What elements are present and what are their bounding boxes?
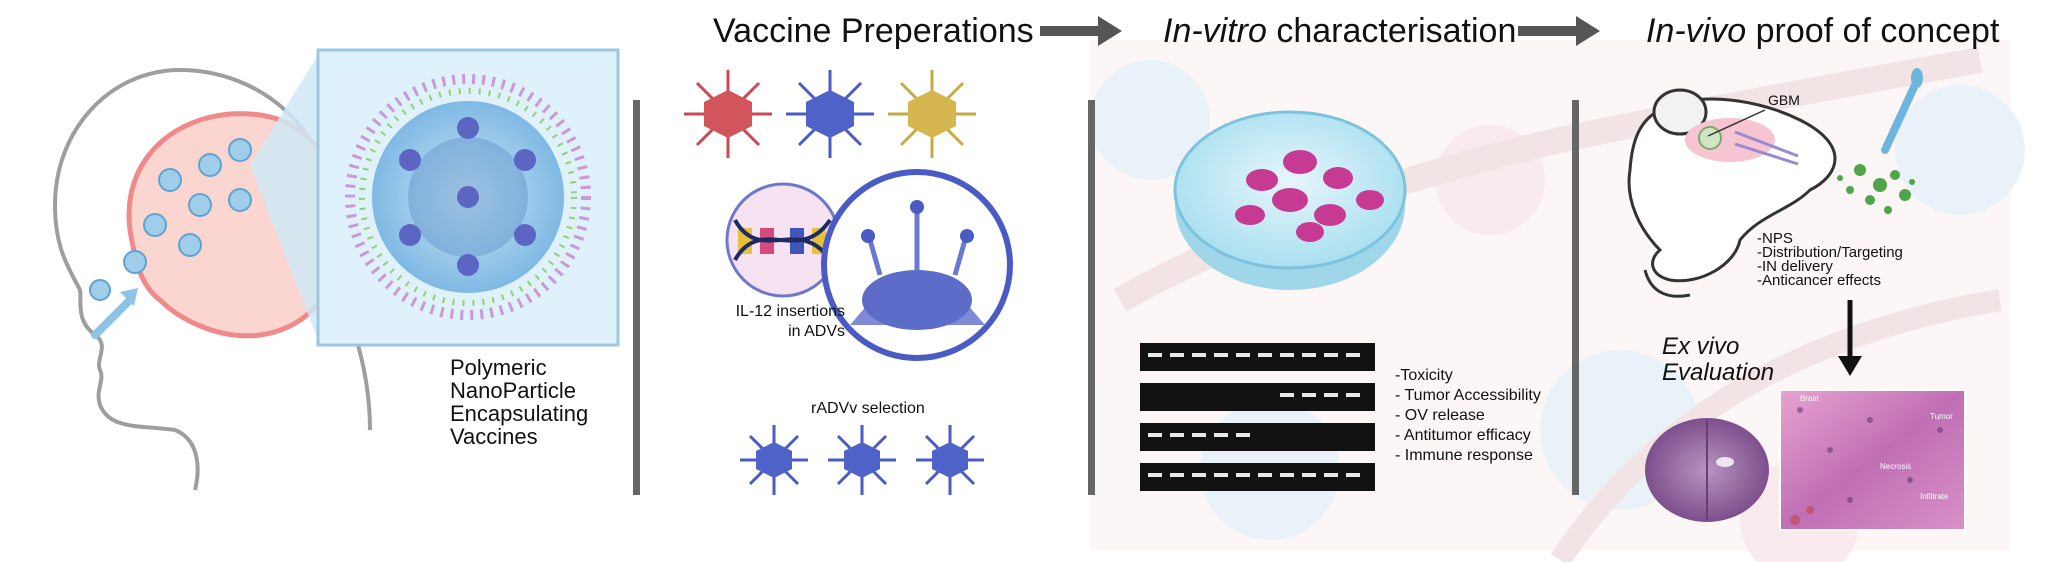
- virus-gold-icon: [888, 70, 976, 158]
- aim-item: -Distribution/Targeting: [1757, 244, 1903, 261]
- rADVv-selection-label: rADVv selection: [811, 400, 925, 417]
- gel-images: [1140, 343, 1375, 491]
- panel4-title: In-vivo proof of concept: [1646, 12, 1999, 51]
- mouse-illustration: [1627, 88, 1837, 298]
- assay-item: - Tumor Accessibility: [1395, 387, 1541, 404]
- ex-vivo-line2: Evaluation: [1662, 359, 1775, 386]
- virus-red-icon: [684, 70, 772, 158]
- aim-item: -NPS: [1757, 230, 1793, 247]
- caption-line: Encapsulating: [450, 401, 589, 426]
- divider-3: [1572, 100, 1579, 495]
- gbm-pointer: [1707, 109, 1766, 137]
- histology-label-tumor: Tumor: [1930, 412, 1953, 421]
- nanoparticle-icon: [345, 74, 591, 320]
- panel2-title: Vaccine Preperations: [713, 12, 1034, 50]
- panel3-title-italic: In-vitro: [1163, 12, 1267, 50]
- histology-label-infiltrate: Infiltrate: [1920, 492, 1949, 501]
- panel4-title-italic: In-vivo: [1646, 12, 1747, 50]
- assay-item: - Antitumor efficacy: [1395, 427, 1531, 444]
- dna-icon: [725, 182, 841, 298]
- adenovirus-zoom-icon: [821, 169, 1013, 361]
- assay-list: -Toxicity - Tumor Accessibility - OV rel…: [1395, 366, 1541, 466]
- caption-line: NanoParticle: [450, 378, 576, 403]
- ex-vivo-label: Ex vivo Evaluation: [1662, 334, 1774, 386]
- histology-label-necrosis: Necrosis: [1880, 462, 1912, 471]
- aim-item: -IN delivery: [1757, 258, 1833, 275]
- il12-line2: in ADVs: [788, 323, 845, 340]
- gbm-label: GBM: [1768, 92, 1800, 108]
- il12-label: IL-12 insertions in ADVs: [703, 302, 845, 342]
- caption-line: Vaccines: [450, 424, 538, 449]
- arrow-2-icon: [1518, 16, 1600, 46]
- assay-item: - OV release: [1395, 407, 1485, 424]
- aim-item: -Anticancer effects: [1757, 272, 1881, 289]
- histology-label-brain: Brain: [1800, 394, 1819, 403]
- panel1-caption: Polymeric NanoParticle Encapsulating Vac…: [450, 356, 588, 448]
- aims-list: -NPS -Distribution/Targeting -IN deliver…: [1757, 230, 1903, 289]
- histology-texture: [1790, 407, 1943, 525]
- panel3-title: In-vitro characterisation: [1163, 12, 1516, 51]
- panel3-title-rest: characterisation: [1266, 12, 1517, 50]
- down-arrow-icon: [1838, 356, 1862, 376]
- virus-blue-icon: [786, 70, 874, 158]
- assay-item: - Immune response: [1395, 447, 1533, 464]
- brain-slice-icon: [1645, 418, 1769, 522]
- caption-line: Polymeric: [450, 355, 547, 380]
- selected-virus-icons: [740, 425, 984, 495]
- ex-vivo-line1: Ex vivo: [1662, 333, 1740, 360]
- zoom-cone: [250, 52, 320, 345]
- petri-dish-icon: [1173, 110, 1407, 290]
- il12-line1: IL-12 insertions: [735, 303, 845, 320]
- divider-2: [1088, 100, 1095, 495]
- divider-1: [633, 100, 640, 495]
- pipette-icon: [1881, 68, 1923, 154]
- assay-item: -Toxicity: [1395, 367, 1453, 384]
- arrow-1-icon: [1040, 16, 1122, 46]
- nanoparticle-droplets-icon: [1837, 164, 1915, 214]
- panel4-title-rest: proof of concept: [1746, 12, 2000, 50]
